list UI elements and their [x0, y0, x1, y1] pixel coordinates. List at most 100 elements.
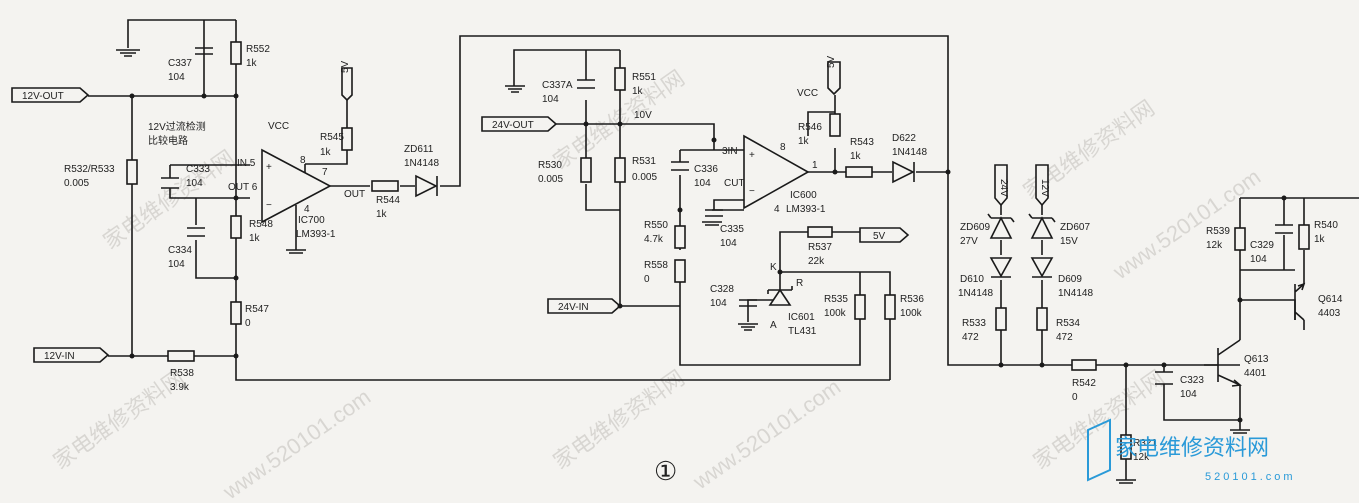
resistor-r551 — [614, 67, 626, 91]
ground-icon — [738, 323, 758, 331]
resistor-r550 — [674, 225, 686, 249]
zd607-value: 15V — [1060, 236, 1078, 247]
site-logo: 家电维修资料网 520101.com — [1087, 418, 1293, 483]
r321-ref: R321 — [1133, 438, 1157, 449]
r550-ref: R550 — [644, 220, 668, 231]
resistor-r542 — [1071, 359, 1097, 371]
c336-value: 104 — [694, 178, 711, 189]
r548-ref: R548 — [249, 219, 273, 230]
r552-ref: R552 — [246, 44, 270, 55]
zener-zd607 — [1030, 216, 1054, 239]
tag-5v-a — [341, 67, 353, 102]
r539-ref: R539 — [1206, 226, 1230, 237]
tag-24v-label: 24V — [998, 179, 1009, 197]
c337a-ref: C337A — [542, 80, 573, 91]
zd609-value: 27V — [960, 236, 978, 247]
ic600-minus: − — [749, 186, 755, 197]
c328-ref: C328 — [710, 284, 734, 295]
tag-5v-a-label: 5V — [340, 60, 351, 73]
resistor-r536 — [884, 294, 896, 320]
r530-value: 0.005 — [538, 174, 563, 185]
capacitor-c337a — [577, 79, 595, 89]
logo-icon — [1087, 418, 1111, 482]
watermark-url: www.520101.com — [1108, 164, 1265, 285]
r546-value: 1k — [798, 136, 810, 147]
pin-in5: IN 5 — [237, 158, 256, 169]
watermark-cn: 家电维修资料网 — [99, 145, 240, 254]
vcc-b: VCC — [797, 88, 818, 99]
comparator-ic700 — [261, 148, 332, 224]
ic601-model: TL431 — [788, 326, 817, 337]
pin-k: K — [770, 262, 777, 273]
port-24v-in-label: 24V-IN — [558, 302, 589, 313]
r536-ref: R536 — [900, 294, 924, 305]
port-12v-in — [33, 347, 110, 363]
r543-value: 1k — [850, 151, 862, 162]
zd609-ref: ZD609 — [960, 222, 990, 233]
ic700-plus: + — [266, 162, 272, 173]
resistor-r546 — [829, 113, 841, 137]
node-10v: 10V — [634, 110, 652, 121]
port-24v-in — [547, 298, 622, 314]
c337-value: 104 — [168, 72, 185, 83]
r321-value: 12k — [1133, 452, 1150, 463]
figure-number: ① — [654, 456, 677, 486]
r533-value: 472 — [962, 332, 979, 343]
capacitor-c323 — [1155, 371, 1173, 385]
resistor-r539 — [1234, 227, 1246, 251]
tag-12v — [1035, 164, 1049, 207]
ic600-model: LM393-1 — [786, 204, 826, 215]
ground-icon — [505, 85, 525, 93]
transistor-q613 — [1204, 339, 1241, 386]
resistor-r537 — [807, 226, 833, 238]
tag-5v-b-label: 5V — [826, 55, 837, 68]
ic700-minus: − — [266, 200, 272, 211]
ground-icon — [1230, 429, 1250, 434]
r534-value: 472 — [1056, 332, 1073, 343]
r547-ref: R547 — [245, 304, 269, 315]
r538-value: 3.9k — [170, 382, 190, 393]
resistor-r545 — [341, 127, 353, 151]
vcc-a: VCC — [268, 121, 289, 132]
capacitor-c329 — [1275, 224, 1293, 234]
r544-value: 1k — [376, 209, 388, 220]
d622-ref: D622 — [892, 133, 916, 144]
d610-value: 1N4148 — [958, 288, 993, 299]
r558-ref: R558 — [644, 260, 668, 271]
pin-4b: 4 — [774, 204, 780, 215]
resistor-r558 — [674, 259, 686, 283]
port-12v-in-label: 12V-IN — [44, 351, 75, 362]
r532-value: 0.005 — [64, 178, 89, 189]
c335-value: 104 — [720, 238, 737, 249]
c329-value: 104 — [1250, 254, 1267, 265]
zener-zd609 — [989, 216, 1013, 239]
pin-8a: 8 — [300, 155, 306, 166]
c337a-value: 104 — [542, 94, 559, 105]
resistor-r538 — [167, 350, 195, 362]
r548-value: 1k — [249, 233, 261, 244]
c333-value: 104 — [186, 178, 203, 189]
diode-d622 — [892, 160, 915, 184]
q613-value: 4401 — [1244, 368, 1267, 379]
r550-value: 4.7k — [644, 234, 664, 245]
r537-ref: R537 — [808, 242, 832, 253]
ground-icon — [1116, 459, 1136, 484]
r535-value: 100k — [824, 308, 847, 319]
r531-value: 0.005 — [632, 172, 657, 183]
d622-value: 1N4148 — [892, 147, 927, 158]
r536-value: 100k — [900, 308, 923, 319]
r531-ref: R531 — [632, 156, 656, 167]
logo-cn: 家电维修资料网 — [1115, 436, 1269, 461]
resistor-r552 — [230, 41, 242, 65]
r532-ref: R532/R533 — [64, 164, 115, 175]
zd611-ref: ZD611 — [404, 144, 434, 155]
pin-4a: 4 — [304, 204, 310, 215]
r543-ref: R543 — [850, 137, 874, 148]
ground-icon — [116, 49, 140, 57]
r538-ref: R538 — [170, 368, 194, 379]
r551-value: 1k — [632, 86, 644, 97]
r545-ref: R545 — [320, 132, 344, 143]
d609-ref: D609 — [1058, 274, 1082, 285]
c323-ref: C323 — [1180, 375, 1204, 386]
